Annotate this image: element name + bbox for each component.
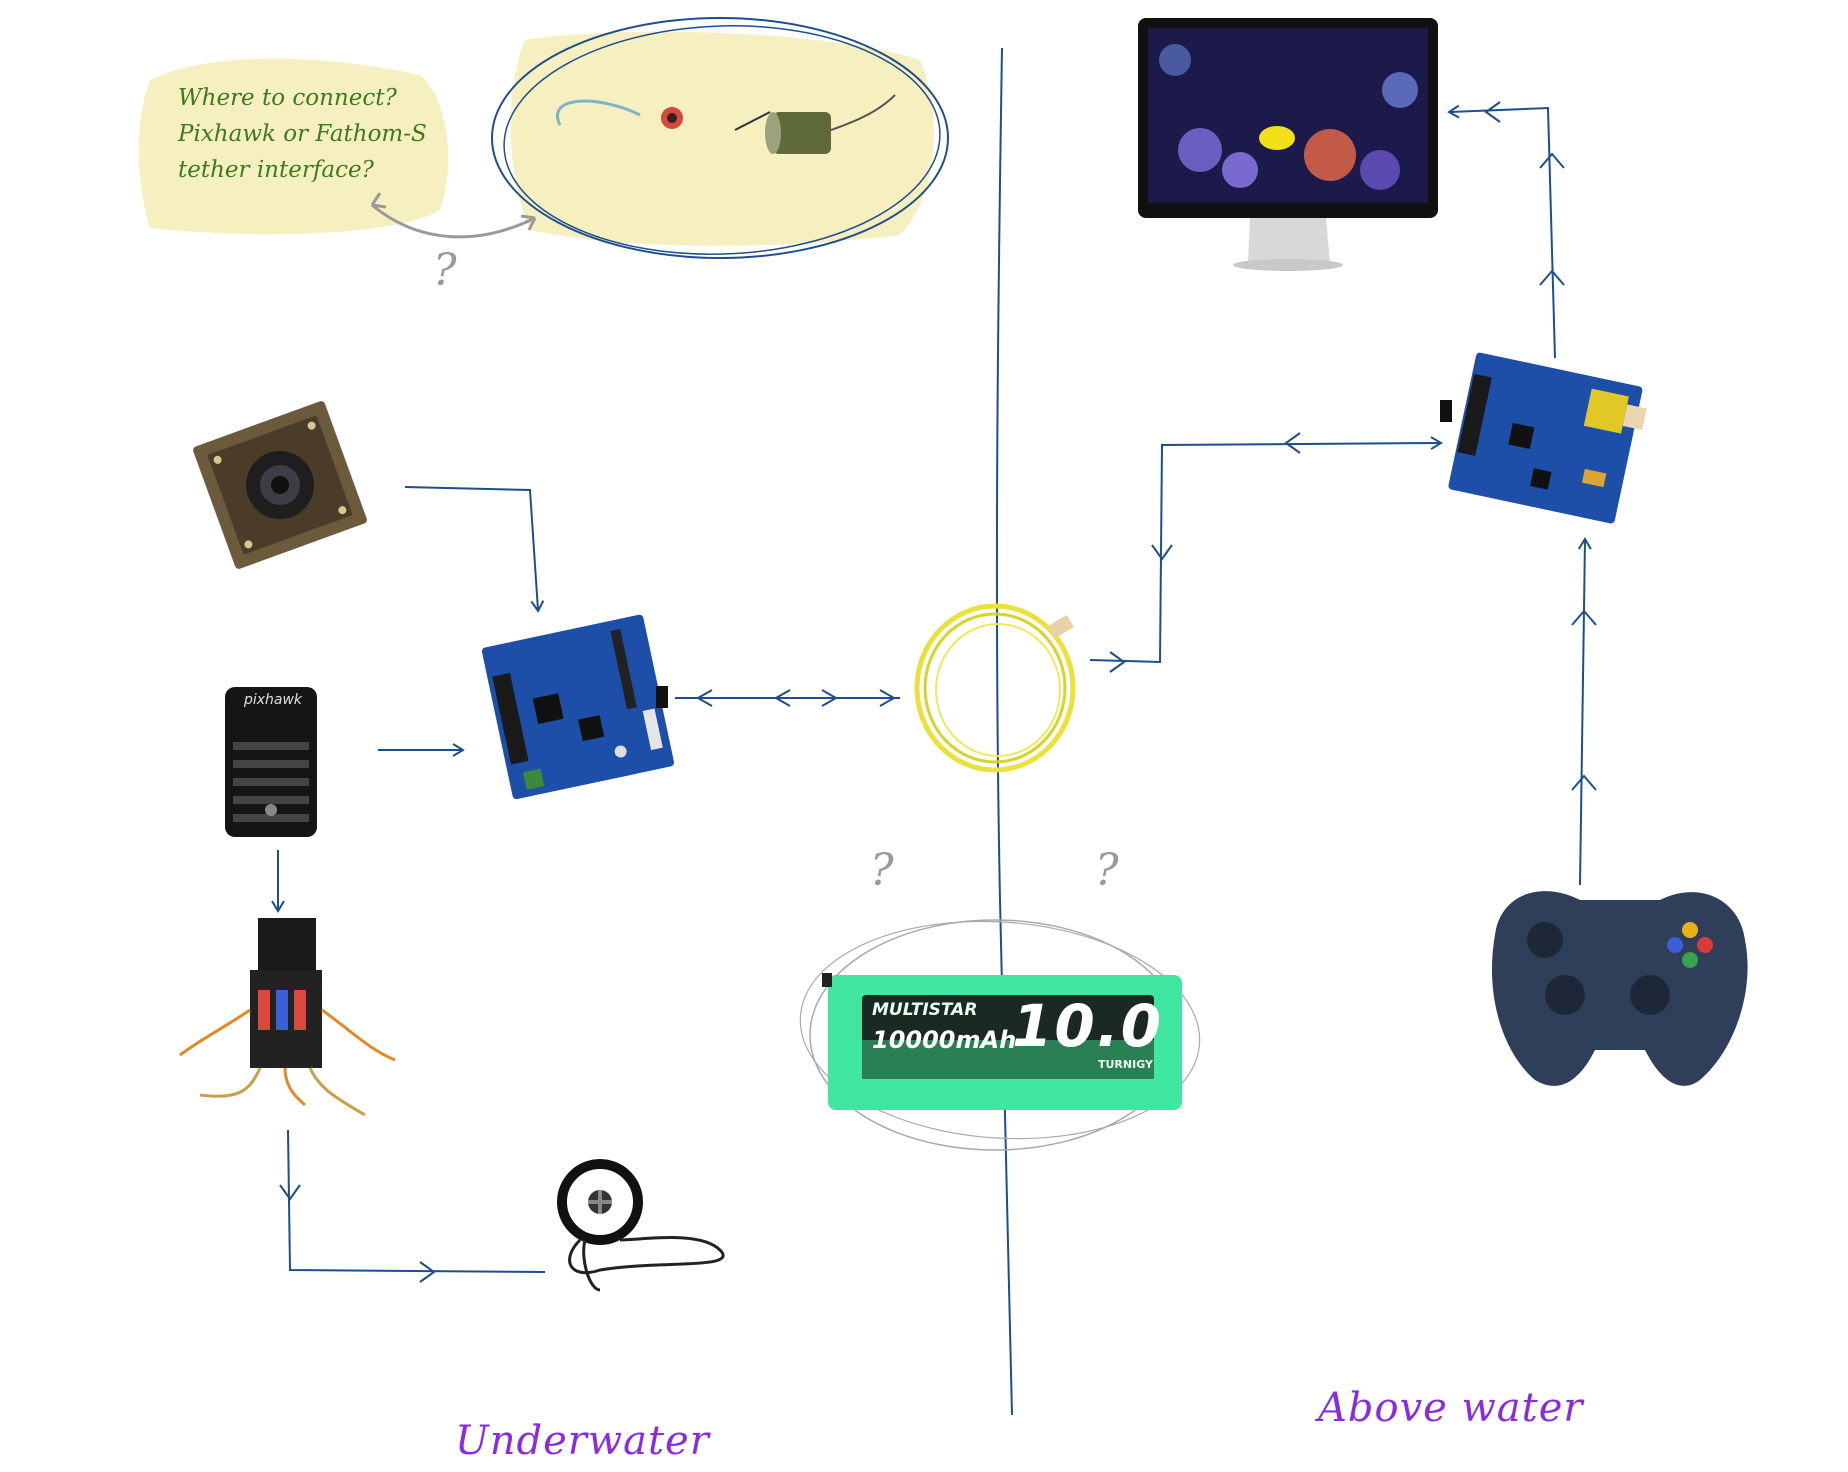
- water-divider: [995, 47, 1013, 1416]
- thruster: [557, 1159, 725, 1292]
- note-line-3: tether interface?: [178, 157, 374, 183]
- note-text: Where to connect? Pixhawk or Fathom-S te…: [178, 80, 427, 188]
- underwater-light: [734, 94, 896, 154]
- zone-label-above-water: Above water: [1318, 1385, 1584, 1431]
- topside-jumper: [1440, 400, 1452, 422]
- question-mark-battery-left: ?: [870, 845, 894, 896]
- camera-highlight: [510, 31, 934, 246]
- pixhawk-label: pixhawk: [243, 692, 303, 708]
- note-highlight: [138, 58, 449, 235]
- fathom-s-tether-interface: [481, 614, 675, 800]
- battery-big-number: 10.0: [1012, 992, 1164, 1060]
- pixhawk-controller: [225, 687, 317, 837]
- note-line-2: Pixhawk or Fathom-S: [178, 121, 427, 147]
- note-camera-arrow: [371, 203, 536, 239]
- arrow-tether-to-topside: [1089, 436, 1443, 664]
- note-line-1: Where to connect?: [178, 85, 397, 111]
- camera-circle: [491, 17, 949, 259]
- board-jumper: [656, 686, 668, 708]
- battery-maker: TURNIGY: [1098, 1058, 1153, 1071]
- arrow-esc-to-thruster: [287, 1129, 546, 1273]
- battery-pack: [822, 973, 1182, 1110]
- battery-circle-2: [799, 920, 1201, 1140]
- battery-brand: MULTISTAR: [872, 1000, 978, 1020]
- hd-camera-cable: [556, 99, 683, 129]
- battery-capacity: 10000mAh: [872, 1026, 1017, 1054]
- arrow-gamepad-to-topside: [1578, 537, 1592, 886]
- gamepad: [1491, 891, 1748, 1086]
- esc-stack: [179, 918, 396, 1117]
- arrow-sensor-to-board: [404, 486, 545, 613]
- camera-circle-2: [503, 25, 941, 255]
- monitor: [1138, 18, 1438, 271]
- topside-interface-board: [1448, 352, 1647, 524]
- zone-label-underwater: Underwater: [455, 1418, 710, 1464]
- question-mark-battery-right: ?: [1095, 845, 1119, 896]
- tether-coil: [914, 603, 1076, 773]
- question-mark-note: ?: [433, 245, 457, 296]
- camera-module: [193, 401, 367, 569]
- arrow-topside-to-monitor: [1447, 104, 1556, 359]
